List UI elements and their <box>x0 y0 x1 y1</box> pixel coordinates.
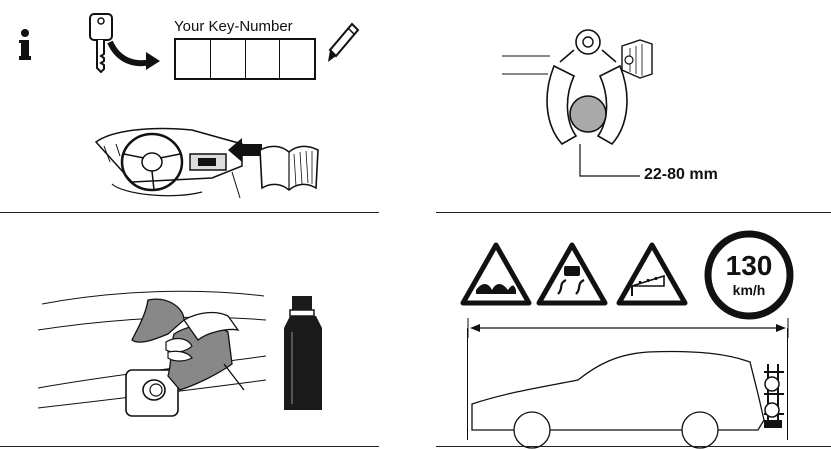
cleaning-cloth-hand-illustration <box>131 298 245 391</box>
divider-right-top <box>436 212 831 213</box>
key-number-box[interactable] <box>246 40 281 78</box>
car-extent-line-right <box>787 328 788 440</box>
speed-limit-value: 130 <box>725 250 773 281</box>
divider-right-bottom <box>436 446 831 447</box>
bumpy-road-sign-icon <box>460 242 532 306</box>
car-extent-line-left <box>467 328 468 440</box>
panel-driving: 130 km/h <box>436 214 831 449</box>
crosswind-sign-icon <box>616 242 688 306</box>
speed-limit-unit: km/h <box>732 282 766 298</box>
slippery-road-sign-icon <box>536 242 608 306</box>
curved-arrow-icon <box>107 40 160 70</box>
panel-clamp: 22-80 mm <box>436 0 831 212</box>
key-number-boxes <box>174 38 316 80</box>
clamp-dimension-label: 22-80 mm <box>644 166 718 183</box>
car-interior-illustration <box>94 127 243 199</box>
arrow-left-icon <box>228 138 262 162</box>
speed-limit-sign-icon <box>704 230 794 320</box>
panel-key-number: Your Key-Number <box>0 0 380 212</box>
key-number-box[interactable] <box>211 40 246 78</box>
clamp-illustration <box>502 29 653 177</box>
cleaning-spray-bottle-icon <box>284 296 322 410</box>
pen-icon <box>328 22 360 62</box>
key-number-label: Your Key-Number <box>174 18 293 35</box>
divider-left-top <box>0 212 379 213</box>
info-icon <box>19 29 31 60</box>
key-number-box[interactable] <box>280 40 314 78</box>
panel-cleaning <box>0 214 380 446</box>
divider-left-bottom <box>0 446 379 447</box>
manual-book-icon <box>259 145 319 192</box>
key-icon <box>89 13 113 74</box>
key-number-box[interactable] <box>176 40 211 78</box>
width-dimension-arrow <box>467 318 789 338</box>
car-rear-illustration <box>37 290 267 417</box>
car-with-bike-carrier-illustration <box>471 350 784 449</box>
